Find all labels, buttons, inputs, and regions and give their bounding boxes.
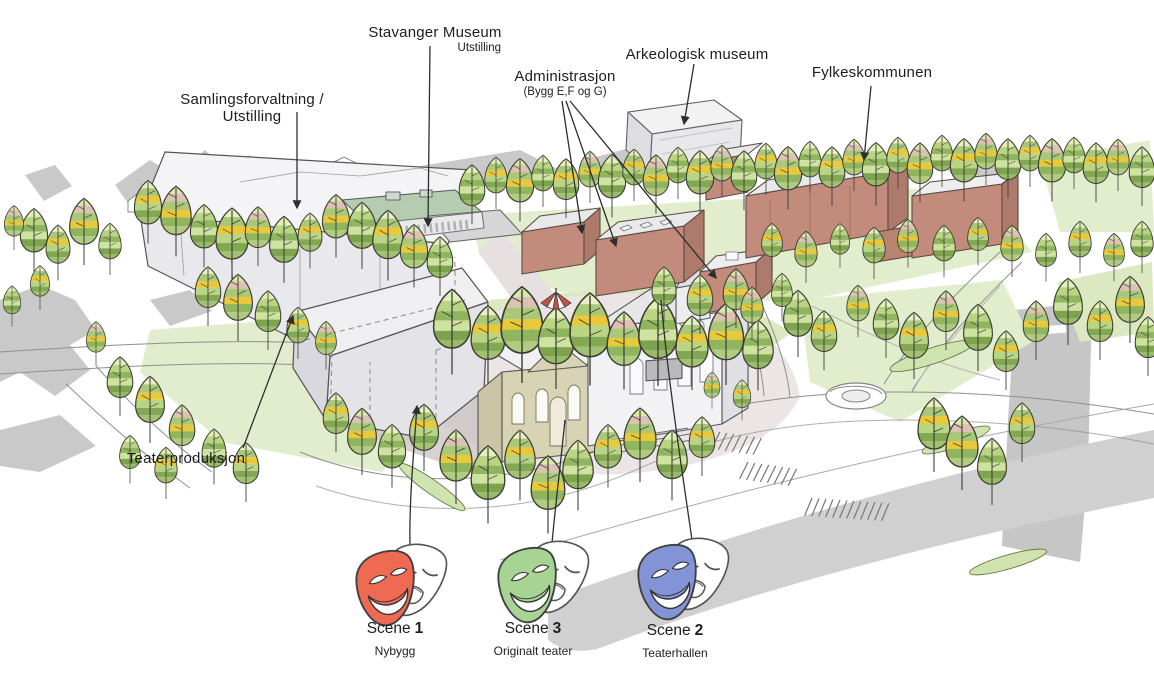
label-fylkeskommunen: Fylkeskommunen xyxy=(811,64,933,81)
scene-1-name: Scene xyxy=(366,620,411,637)
leader-administrasjon-g xyxy=(569,100,717,280)
scene-masks xyxy=(352,530,734,630)
label-teaterproduksjon: Teaterproduksjon xyxy=(126,450,246,467)
comedy-mask-icon xyxy=(352,547,421,630)
scene-2-subtitle: Teaterhallen xyxy=(642,646,708,660)
scene-2-number: 2 xyxy=(694,622,704,639)
leader-administrasjon-e xyxy=(561,100,586,235)
teaterhallen-entrance xyxy=(645,357,683,382)
scene-3-name: Scene xyxy=(504,620,549,637)
scene-2-masks xyxy=(634,530,734,624)
leader-arkeologisk-museum xyxy=(680,63,695,126)
leader-administrasjon-f xyxy=(565,100,618,248)
label-samlingsforvaltning: Samlingsforvaltning / Utstilling xyxy=(180,91,324,126)
scene-2-name: Scene xyxy=(646,622,691,639)
leader-lines xyxy=(242,45,872,547)
label-administrasjon: Administrasjon (Bygg E,F og G) xyxy=(514,68,616,99)
leader-teaterproduksjon xyxy=(242,314,295,449)
leader-scene-1 xyxy=(409,404,422,547)
leader-scene-3 xyxy=(551,419,566,544)
leader-stavanger-museum xyxy=(423,45,433,228)
scene-3-subtitle: Originalt teater xyxy=(493,644,573,658)
leader-fylkeskommunen xyxy=(860,85,872,162)
scene-1-number: 1 xyxy=(414,620,424,637)
label-stavanger-museum: Stavanger Museum Utstilling xyxy=(368,24,502,55)
parasol-icon xyxy=(540,288,572,328)
leader-scene-2 xyxy=(660,299,693,541)
scene-3-number: 3 xyxy=(552,620,562,637)
scene-1-subtitle: Nybygg xyxy=(374,644,416,658)
label-arkeologisk-museum: Arkeologisk museum xyxy=(625,46,769,63)
scene-1-masks xyxy=(352,536,452,630)
parking-hatches xyxy=(697,429,890,522)
roundabout xyxy=(825,382,887,410)
